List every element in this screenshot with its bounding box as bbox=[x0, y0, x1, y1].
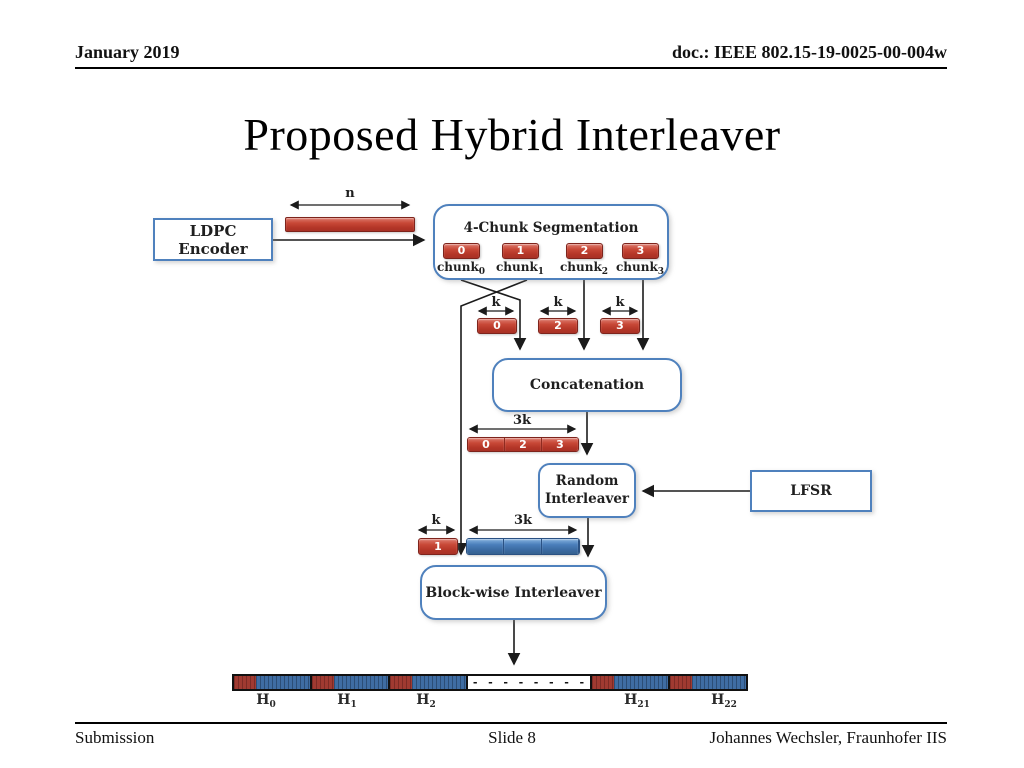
output-ellipsis-segment: - - - - - - - - bbox=[468, 676, 592, 689]
interleaved-cell bbox=[467, 539, 505, 554]
k-label-chunk1: k bbox=[431, 513, 441, 528]
header-date: January 2019 bbox=[75, 42, 180, 62]
footer-submission: Submission bbox=[75, 728, 155, 747]
data-part bbox=[692, 676, 746, 689]
data-part bbox=[256, 676, 310, 689]
chunk-cell-3: 3 bbox=[622, 243, 659, 259]
ldpc-encoder-box: LDPC Encoder bbox=[153, 218, 273, 261]
h1-label: H1 bbox=[337, 692, 357, 710]
interleaved-cell bbox=[504, 539, 542, 554]
lfsr-box: LFSR bbox=[750, 470, 872, 512]
footer-slide-number: Slide 8 bbox=[488, 728, 536, 747]
n-length-label: n bbox=[345, 186, 355, 201]
chunk-cell-2: 2 bbox=[566, 243, 603, 259]
output-segment-h1 bbox=[312, 676, 390, 689]
k-label-2: k bbox=[553, 295, 563, 310]
segmentation-box: 4-Chunk Segmentation bbox=[433, 204, 669, 280]
chunk3-label: chunk3 bbox=[615, 260, 665, 277]
chunk1-cell: 1 bbox=[418, 538, 458, 555]
codeword-bar bbox=[285, 217, 415, 232]
concat-cell-2: 2 bbox=[505, 438, 542, 451]
chunk-cell-0: 0 bbox=[443, 243, 480, 259]
parity-part bbox=[670, 676, 692, 689]
footer-rule bbox=[75, 722, 947, 724]
header-rule bbox=[75, 67, 947, 69]
k-label-0: k bbox=[491, 295, 501, 310]
concat-cell-3: 3 bbox=[542, 438, 578, 451]
chunk-cell-1: 1 bbox=[502, 243, 539, 259]
output-segment-h0 bbox=[234, 676, 312, 689]
segmentation-title: 4-Chunk Segmentation bbox=[463, 220, 639, 236]
data-part bbox=[614, 676, 668, 689]
mid-chunk-2: 2 bbox=[538, 318, 578, 334]
h2-label: H2 bbox=[416, 692, 436, 710]
h21-label: H21 bbox=[624, 692, 650, 710]
h0-label: H0 bbox=[256, 692, 276, 710]
interleaved-cell bbox=[541, 539, 579, 554]
ellipsis-dashes: - - - - - - - - bbox=[471, 676, 587, 689]
parity-part bbox=[312, 676, 334, 689]
footer-author: Johannes Wechsler, Fraunhofer IIS bbox=[709, 728, 947, 747]
parity-part bbox=[592, 676, 614, 689]
output-segment-h2 bbox=[390, 676, 468, 689]
parity-part bbox=[234, 676, 256, 689]
output-segment-h22 bbox=[670, 676, 746, 689]
output-segment-h21 bbox=[592, 676, 670, 689]
concatenated-bar: 0 2 3 bbox=[467, 437, 579, 452]
page-title: Proposed Hybrid Interleaver bbox=[243, 109, 781, 160]
header-doc-id: doc.: IEEE 802.15-19-0025-00-004w bbox=[672, 42, 947, 62]
random-interleaver-box: Random Interleaver bbox=[538, 463, 636, 518]
blockwise-interleaver-box: Block-wise Interleaver bbox=[420, 565, 607, 620]
concat-cell-0: 0 bbox=[468, 438, 505, 451]
chunk2-label: chunk2 bbox=[559, 260, 609, 277]
k-label-3: k bbox=[615, 295, 625, 310]
mid-chunk-0: 0 bbox=[477, 318, 517, 334]
threek-label-interleaved: 3k bbox=[513, 513, 533, 528]
output-bar: - - - - - - - - bbox=[232, 674, 748, 691]
mid-chunk-3: 3 bbox=[600, 318, 640, 334]
interleaved-bar bbox=[466, 538, 580, 555]
data-part bbox=[334, 676, 388, 689]
concatenation-box: Concatenation bbox=[492, 358, 682, 412]
parity-part bbox=[390, 676, 412, 689]
h22-label: H22 bbox=[711, 692, 737, 710]
threek-label-concat: 3k bbox=[512, 413, 532, 428]
chunk1-label: chunk1 bbox=[495, 260, 545, 277]
data-part bbox=[412, 676, 466, 689]
chunk0-label: chunk0 bbox=[436, 260, 486, 277]
